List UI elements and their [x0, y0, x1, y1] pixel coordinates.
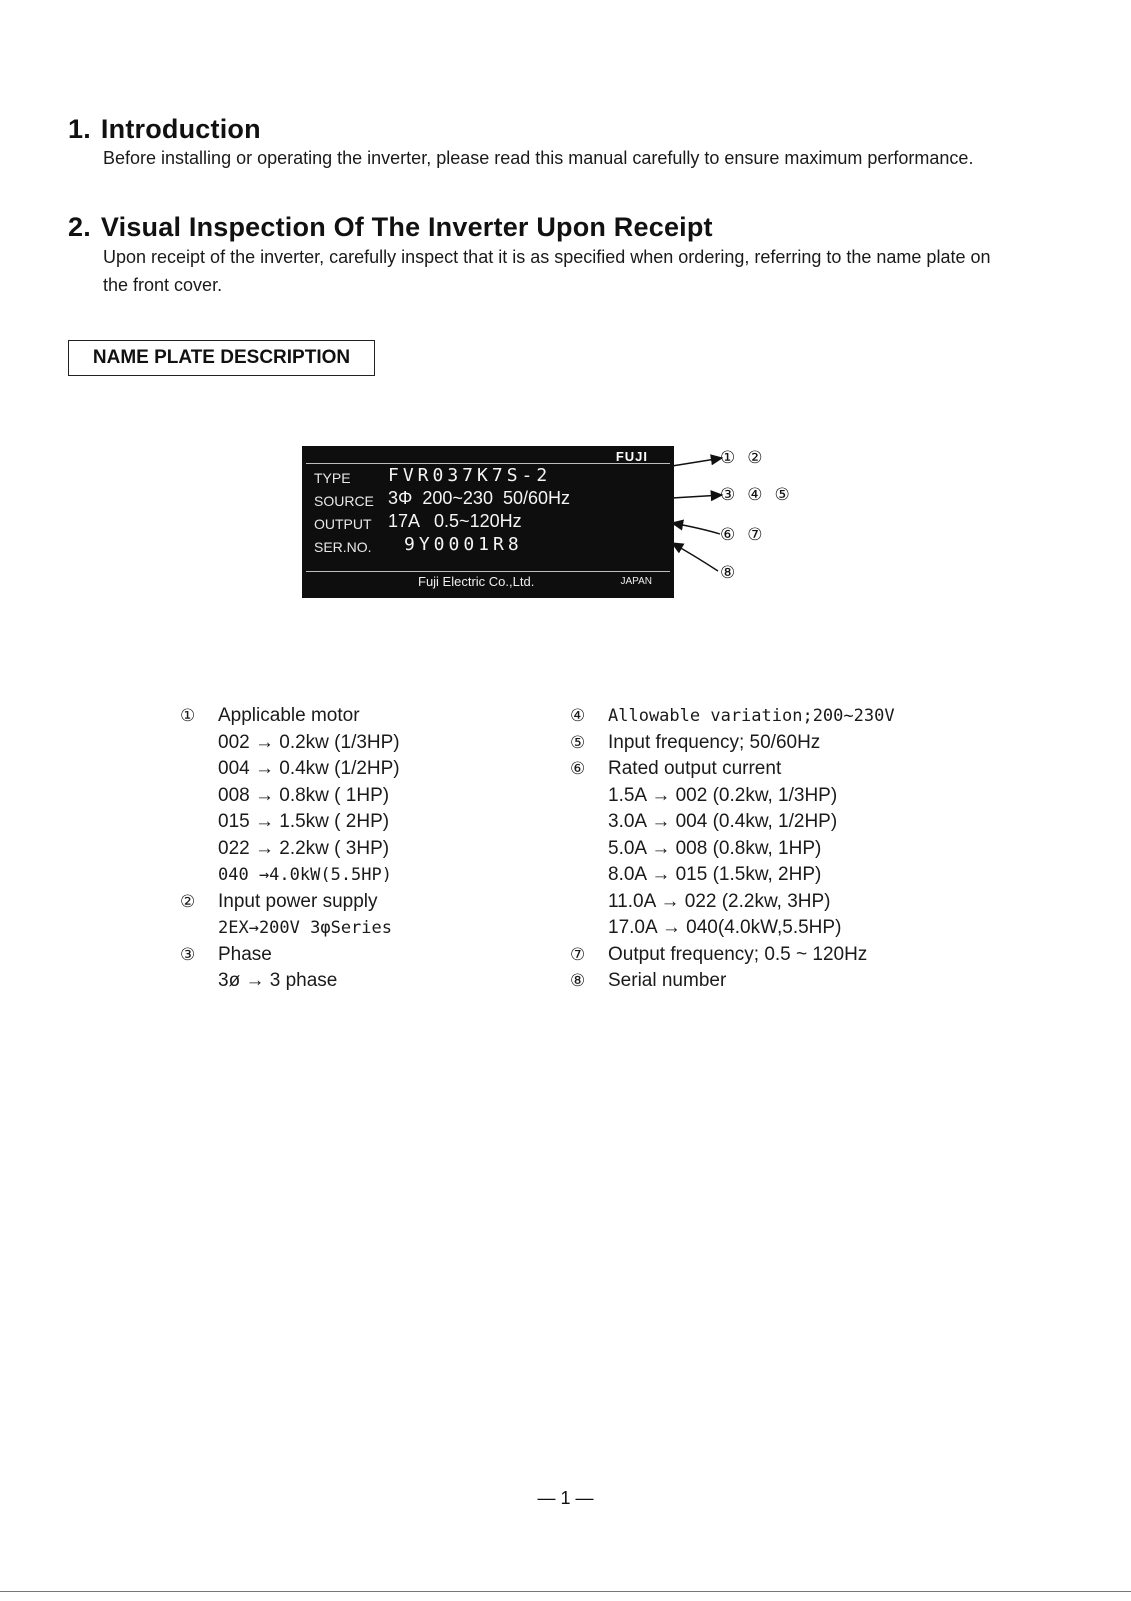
- desc-item-line: 17.0A → 040(4.0kW,5.5HP): [608, 917, 842, 938]
- desc-item-allowable-variation: ④ Allowable variation;200~230V: [570, 703, 1008, 730]
- callout-marker: ①: [720, 448, 736, 468]
- plate-top-rule: [306, 463, 670, 464]
- fuji-logo: FUJI: [615, 449, 648, 464]
- page-number: — 1 —: [537, 1488, 594, 1508]
- desc-item-line: 8.0A → 015 (1.5kw, 2HP): [608, 864, 822, 885]
- plate-value-source: 3Φ 200~230 50/60Hz: [388, 488, 570, 508]
- section-2-heading: 2. Visual Inspection Of The Inverter Upon…: [68, 212, 713, 243]
- desc-item-line: 008 → 0.8kw ( 1HP): [218, 784, 390, 806]
- desc-item-applicable-motor: ① Applicable motor 002 → 0.2kw (1/3HP) 0…: [180, 703, 538, 889]
- desc-item-number: ①: [180, 706, 196, 726]
- arrow-line-1: [671, 454, 724, 467]
- desc-item-number: ④: [570, 706, 586, 726]
- desc-item-phase: ③ Phase 3ø → 3 phase: [180, 942, 538, 995]
- section-1-title: Introduction: [100, 114, 261, 144]
- plate-label-serial: SER.NO.: [314, 539, 372, 555]
- desc-item-line: 2EX→200V 3φSeries: [218, 918, 392, 938]
- name-plate-image: FUJI TYPE FVR037K7S-2 SOURCE 3Φ 200~230 …: [302, 446, 674, 598]
- callout-marker: ②: [747, 448, 763, 468]
- desc-item-rated-output-current: ⑥ Rated output current 1.5A → 002 (0.2kw…: [570, 756, 1008, 942]
- callout-marker: ⑦: [747, 525, 763, 545]
- desc-item-input-frequency: ⑤ Input frequency; 50/60Hz: [570, 730, 1008, 757]
- desc-item-title: Rated output current: [608, 758, 782, 779]
- desc-item-line: 3ø → 3 phase: [218, 970, 338, 991]
- callout-marker: ⑤: [774, 485, 790, 505]
- desc-item-title: Serial number: [608, 970, 727, 991]
- desc-item-number: ⑥: [570, 759, 586, 779]
- section-2-number: 2.: [68, 212, 91, 242]
- desc-item-line: 11.0A → 022 (2.2kw, 3HP): [608, 890, 831, 912]
- callout-marker: ④: [747, 485, 763, 505]
- callout-marker: ⑥: [720, 525, 736, 545]
- desc-item-input-power-supply: ② Input power supply 2EX→200V 3φSeries: [180, 889, 538, 942]
- desc-item-title: Input power supply: [218, 890, 378, 912]
- plate-maker: Fuji Electric Co.,Ltd.: [418, 574, 535, 589]
- desc-item-title: Output frequency; 0.5 ~ 120Hz: [608, 943, 868, 965]
- callout-arrows: [670, 454, 724, 572]
- desc-item-number: ⑧: [570, 971, 586, 991]
- desc-item-output-frequency: ⑦ Output frequency; 0.5 ~ 120Hz: [570, 942, 1008, 969]
- desc-item-line: 015 → 1.5kw ( 2HP): [218, 811, 390, 832]
- section-1-number: 1.: [68, 114, 91, 144]
- desc-item-title: Applicable motor: [218, 705, 360, 726]
- desc-item-line: 022 → 2.2kw ( 3HP): [218, 837, 390, 859]
- plate-label-output: OUTPUT: [314, 516, 372, 532]
- plate-value-output: 17A 0.5~120Hz: [388, 511, 522, 531]
- desc-item-line: 1.5A → 002 (0.2kw, 1/3HP): [608, 784, 838, 806]
- plate-bottom-rule: [306, 571, 670, 572]
- desc-item-title: Phase: [218, 943, 272, 965]
- desc-item-serial-number: ⑧ Serial number: [570, 968, 1008, 995]
- desc-item-number: ⑦: [570, 944, 586, 965]
- description-list-left: ① Applicable motor 002 → 0.2kw (1/3HP) 0…: [180, 703, 538, 995]
- description-list-right: ④ Allowable variation;200~230V ⑤ Input f…: [570, 703, 1008, 995]
- desc-item-line: 004 → 0.4kw (1/2HP): [218, 758, 400, 779]
- desc-item-line: 5.0A → 008 (0.8kw, 1HP): [608, 837, 822, 859]
- desc-item-number: ⑤: [570, 732, 586, 753]
- section-2-title: Visual Inspection Of The Inverter Upon R…: [100, 212, 713, 242]
- desc-item-number: ②: [180, 891, 196, 912]
- arrow-line-2: [671, 490, 724, 502]
- callout-marker: ③: [720, 485, 736, 505]
- desc-item-title: Allowable variation;200~230V: [608, 706, 895, 726]
- callout-marker: ⑧: [720, 563, 736, 583]
- section-1-body: Before installing or operating the inver…: [103, 148, 974, 168]
- section-1-heading: 1. Introduction: [68, 114, 261, 145]
- desc-item-line: 002 → 0.2kw (1/3HP): [218, 731, 400, 753]
- callout-group-4: ⑧: [720, 563, 747, 583]
- desc-item-number: ③: [180, 944, 196, 965]
- page-bottom-rule: [0, 1591, 1131, 1592]
- arrow-line-4: [670, 542, 719, 572]
- plate-country: JAPAN: [620, 576, 653, 587]
- plate-label-source: SOURCE: [314, 493, 374, 509]
- desc-item-title: Input frequency; 50/60Hz: [608, 731, 821, 753]
- desc-item-line: 040 →4.0kW(5.5HP): [218, 865, 392, 885]
- desc-item-line: 3.0A → 004 (0.4kw, 1/2HP): [608, 811, 838, 832]
- plate-value-serial: 9Y0001R8: [404, 534, 523, 555]
- name-plate-description-heading: NAME PLATE DESCRIPTION: [68, 340, 375, 376]
- arrow-line-3: [670, 519, 721, 535]
- section-2-body: Upon receipt of the inverter, carefully …: [103, 247, 991, 295]
- plate-value-type: FVR037K7S-2: [388, 465, 552, 486]
- plate-label-type: TYPE: [314, 470, 351, 486]
